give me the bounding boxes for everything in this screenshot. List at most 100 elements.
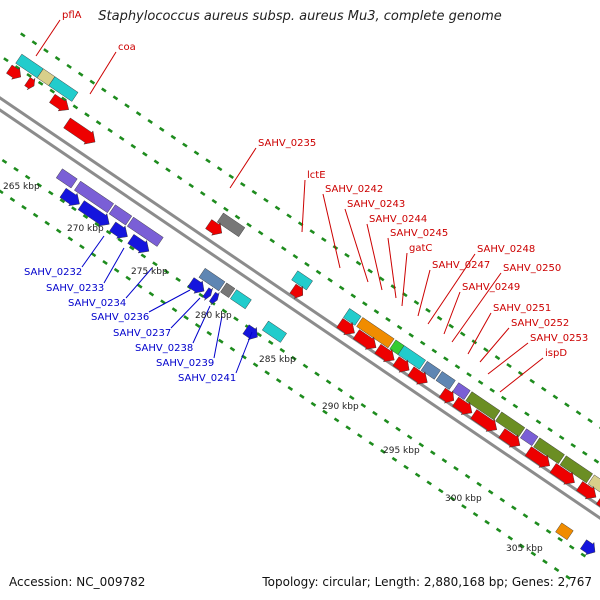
- tick-mark: [418, 442, 425, 448]
- gene-feature: [198, 267, 226, 292]
- tick-mark: [130, 143, 137, 149]
- tick-mark: [587, 418, 593, 424]
- forward-gene-label: SAHV_0250: [503, 263, 561, 274]
- tick-mark: [582, 450, 588, 456]
- tick-mark: [67, 236, 74, 242]
- tick-mark: [135, 111, 142, 117]
- tick-mark: [291, 355, 297, 361]
- tick-mark: [263, 197, 269, 203]
- tick-mark: [344, 252, 350, 258]
- gene-feature: [407, 366, 428, 385]
- tick-mark: [378, 276, 385, 282]
- gene-feature: [549, 463, 575, 485]
- tick-mark: [593, 458, 600, 464]
- leader-line: [103, 247, 125, 284]
- tick-mark: [171, 307, 178, 313]
- tick-mark: [112, 95, 119, 101]
- tick-mark: [431, 348, 438, 354]
- tick-mark: [395, 426, 401, 432]
- tick-mark: [461, 504, 467, 510]
- tick-mark: [257, 230, 264, 236]
- tick-mark: [211, 198, 218, 204]
- tick-mark: [348, 395, 355, 401]
- tick-mark: [32, 212, 39, 218]
- gene-feature: [343, 308, 362, 326]
- tick-mark: [552, 394, 559, 400]
- leader-line: [344, 208, 369, 283]
- tick-mark: [286, 213, 292, 219]
- tick-mark: [483, 347, 489, 353]
- tick-mark: [553, 567, 560, 573]
- tick-mark: [568, 544, 575, 550]
- tick-mark: [512, 403, 519, 409]
- tick-mark: [275, 378, 282, 384]
- leader-line: [170, 297, 201, 329]
- leader-line: [427, 253, 476, 325]
- tick-mark: [540, 386, 547, 392]
- gene-feature: [127, 234, 150, 254]
- tick-mark: [321, 237, 327, 243]
- tick-mark: [380, 448, 386, 454]
- tick-mark: [414, 472, 421, 478]
- tick-mark: [338, 285, 345, 291]
- tick-mark: [360, 403, 367, 408]
- tick-mark: [216, 166, 223, 172]
- gene-feature: [336, 318, 355, 335]
- leader-line: [125, 267, 153, 299]
- leader-line: [499, 357, 544, 393]
- reverse-gene-label: SAHV_0236: [91, 312, 149, 323]
- tick-mark: [500, 395, 507, 401]
- tick-mark: [477, 379, 484, 385]
- leader-line: [443, 291, 461, 335]
- forward-gene-label: SAHV_0247: [432, 260, 490, 271]
- gene-feature: [452, 396, 473, 415]
- tick-mark: [234, 214, 241, 220]
- scale-label: 265 kbp: [3, 182, 40, 192]
- tick-mark: [49, 88, 56, 94]
- tick-mark: [89, 79, 96, 85]
- tick-mark: [373, 309, 380, 315]
- gene-feature: [374, 343, 395, 362]
- tick-mark: [372, 410, 378, 416]
- leader-line: [235, 331, 253, 374]
- gene-feature: [242, 324, 258, 341]
- tick-mark: [406, 434, 413, 440]
- scale-label: 280 kbp: [195, 311, 232, 321]
- tick-mark: [449, 496, 456, 502]
- gene-feature: [208, 291, 220, 305]
- tick-mark: [292, 254, 299, 259]
- genome-title: Staphylococcus aureus subsp. aureus Mu3,…: [98, 9, 502, 24]
- tick-mark: [47, 190, 54, 196]
- tick-mark: [176, 175, 183, 181]
- reverse-gene-label: SAHV_0234: [68, 298, 126, 309]
- tick-mark: [79, 244, 85, 250]
- gene-feature: [216, 212, 246, 237]
- tick-mark: [448, 323, 454, 329]
- tick-mark: [194, 323, 201, 328]
- gene-feature: [576, 481, 597, 500]
- tick-mark: [71, 206, 77, 212]
- tick-mark: [580, 552, 587, 558]
- tick-mark: [499, 497, 506, 503]
- gene-feature: [24, 77, 36, 90]
- forward-gene-label: SAHV_0253: [530, 333, 588, 344]
- gene-feature: [109, 221, 128, 239]
- tick-mark: [356, 433, 363, 439]
- scale-label: 275 kbp: [131, 267, 168, 277]
- tick-mark: [507, 535, 514, 541]
- tick-mark: [310, 401, 317, 407]
- tick-mark: [302, 363, 309, 369]
- gene-feature: [59, 187, 80, 206]
- forward-gene-label: pflA: [62, 10, 82, 21]
- reverse-gene-label: SAHV_0238: [135, 343, 193, 354]
- tick-mark: [558, 435, 565, 441]
- tick-mark: [281, 246, 287, 252]
- tick-mark: [355, 260, 362, 266]
- tick-mark: [383, 418, 390, 424]
- gene-feature: [520, 428, 539, 447]
- tick-mark: [0, 189, 4, 195]
- tick-mark: [530, 551, 537, 557]
- tick-mark: [494, 355, 501, 361]
- leader-line: [81, 235, 105, 268]
